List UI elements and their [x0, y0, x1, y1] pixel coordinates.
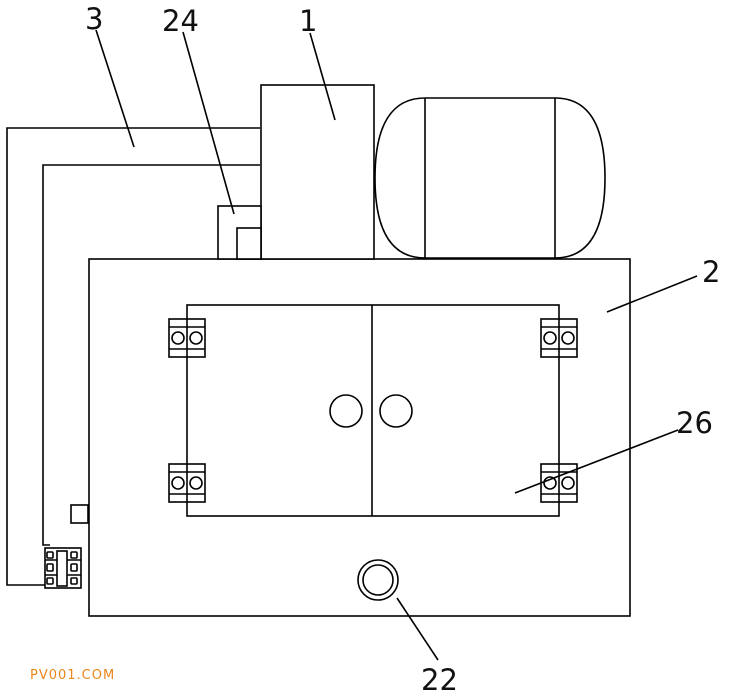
hinge-left-top	[168, 318, 206, 358]
left-door-knob	[329, 394, 363, 428]
leader-26	[514, 429, 679, 494]
right-door-knob	[379, 394, 413, 428]
pipe-inner-wall	[42, 164, 260, 546]
door-frame	[186, 304, 560, 517]
label-1: 1	[299, 4, 317, 38]
watermark: PV001.COM	[30, 668, 115, 683]
leader-22	[396, 597, 439, 661]
pump-housing	[260, 84, 375, 260]
cabinet-doors	[186, 304, 560, 517]
connector-block	[217, 205, 262, 260]
hinges	[168, 318, 578, 503]
pipe-stub	[70, 504, 89, 524]
label-24: 24	[162, 4, 199, 38]
hinge-left-bottom	[168, 463, 206, 503]
drain-port	[357, 559, 399, 601]
label-2: 2	[702, 255, 720, 289]
label-26: 26	[676, 406, 713, 440]
motor	[374, 97, 606, 259]
pipe-flange-coupling	[44, 547, 82, 589]
leader-2	[606, 275, 698, 313]
pipe-outer-wall	[6, 127, 260, 586]
hinge-right-top	[540, 318, 578, 358]
label-3: 3	[85, 2, 103, 36]
leader-lines	[95, 29, 698, 661]
hinge-right-bottom	[540, 463, 578, 503]
leader-3	[95, 29, 135, 148]
label-22: 22	[421, 663, 458, 697]
leader-24	[182, 31, 235, 215]
pipe-assembly	[6, 127, 260, 589]
leader-1	[309, 32, 336, 121]
